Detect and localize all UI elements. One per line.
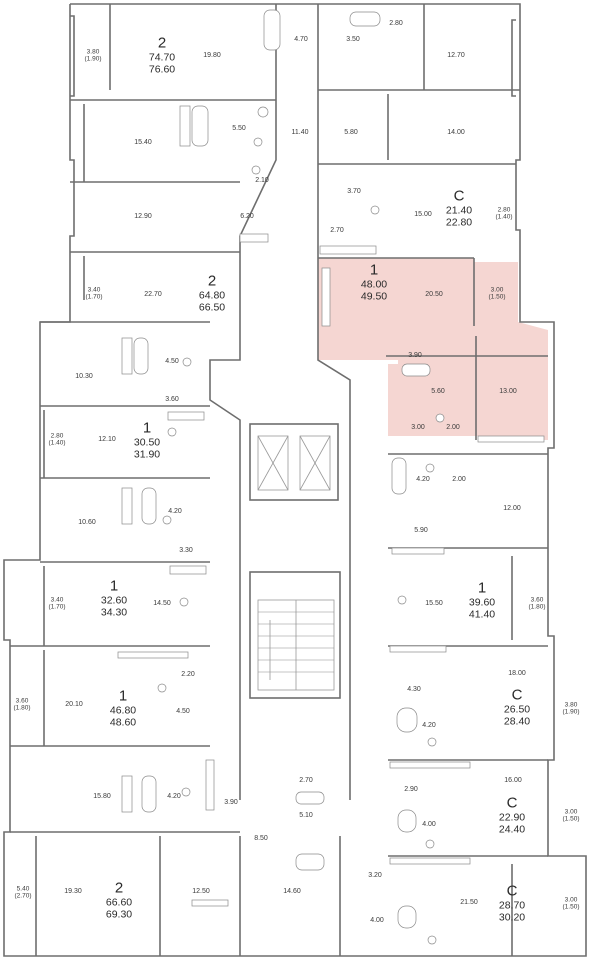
room-area: 11.40 xyxy=(291,128,309,136)
room-area: 13.00 xyxy=(499,387,517,395)
balcony-area: 2.80(1.40) xyxy=(495,206,513,221)
left-partitions xyxy=(10,4,341,956)
room-area: 5.50 xyxy=(232,124,246,132)
balcony-area: 3.80(1.90) xyxy=(562,701,580,716)
balcony-area: 2.80(1.40) xyxy=(48,432,66,447)
balcony-area: 5.40(2.70) xyxy=(14,885,32,900)
room-area: 14.60 xyxy=(283,887,301,895)
balcony-area: 3.00(1.50) xyxy=(488,286,506,301)
room-area: 20.50 xyxy=(425,290,443,298)
room-area: 4.20 xyxy=(422,721,436,729)
highlighted-apartment-fill xyxy=(318,258,548,440)
room-area: 3.90 xyxy=(224,798,238,806)
room-area: 4.20 xyxy=(168,507,182,515)
room-area: 15.50 xyxy=(425,599,443,607)
room-area: 5.80 xyxy=(344,128,358,136)
room-area: 2.20 xyxy=(181,670,195,678)
balcony-area: 3.60(1.80) xyxy=(13,697,31,712)
room-area: 3.20 xyxy=(368,871,382,879)
room-area: 2.00 xyxy=(446,423,460,431)
balcony-area: 3.00(1.50) xyxy=(562,808,580,823)
room-area: 12.70 xyxy=(447,51,465,59)
room-area: 3.50 xyxy=(346,35,360,43)
room-area: 21.50 xyxy=(460,898,478,906)
room-area: 2.00 xyxy=(452,475,466,483)
room-area: 15.40 xyxy=(134,138,152,146)
room-area: 3.30 xyxy=(179,546,193,554)
room-area: 22.70 xyxy=(144,290,162,298)
room-area: 3.00 xyxy=(411,423,425,431)
room-area: 4.50 xyxy=(176,707,190,715)
balcony-area: 3.60(1.80) xyxy=(528,596,546,611)
balcony-area: 3.00(1.50) xyxy=(562,896,580,911)
central-corridor xyxy=(209,4,351,800)
room-area: 3.70 xyxy=(347,187,361,195)
room-area: 19.30 xyxy=(64,887,82,895)
room-area: 3.90 xyxy=(408,351,422,359)
room-area: 15.00 xyxy=(414,210,432,218)
room-area: 2.10 xyxy=(255,176,269,184)
room-area: 12.50 xyxy=(192,887,210,895)
room-area: 4.20 xyxy=(167,792,181,800)
bathroom-fixtures xyxy=(133,9,445,945)
room-area: 5.60 xyxy=(431,387,445,395)
room-area: 10.60 xyxy=(78,518,96,526)
room-area: 8.50 xyxy=(254,834,268,842)
room-area: 20.10 xyxy=(65,700,83,708)
room-area: 4.00 xyxy=(370,916,384,924)
room-area: 2.70 xyxy=(299,776,313,784)
room-area: 15.80 xyxy=(93,792,111,800)
room-area: 2.80 xyxy=(389,19,403,27)
room-area: 19.80 xyxy=(203,51,221,59)
room-area: 12.10 xyxy=(98,435,116,443)
room-area: 12.90 xyxy=(134,212,152,220)
balcony-area: 3.40(1.70) xyxy=(48,596,66,611)
room-area: 2.70 xyxy=(330,226,344,234)
room-area: 3.60 xyxy=(165,395,179,403)
balcony-area: 3.80(1.90) xyxy=(84,48,102,63)
room-area: 4.50 xyxy=(165,357,179,365)
room-area: 4.70 xyxy=(294,35,308,43)
room-area: 16.00 xyxy=(504,776,522,784)
room-area: 4.30 xyxy=(407,685,421,693)
room-area: 5.90 xyxy=(414,526,428,534)
room-area: 12.00 xyxy=(503,504,521,512)
room-area: 18.00 xyxy=(508,669,526,677)
room-area: 2.90 xyxy=(404,785,418,793)
kitchen-counters xyxy=(117,105,545,907)
room-area: 5.10 xyxy=(299,811,313,819)
room-area: 4.00 xyxy=(422,820,436,828)
room-area: 14.00 xyxy=(447,128,465,136)
balcony-area: 3.40(1.70) xyxy=(85,286,103,301)
right-partitions xyxy=(318,4,548,956)
room-area: 10.30 xyxy=(75,372,93,380)
room-area: 4.20 xyxy=(416,475,430,483)
room-area: 6.20 xyxy=(240,212,254,220)
room-area: 14.50 xyxy=(153,599,171,607)
